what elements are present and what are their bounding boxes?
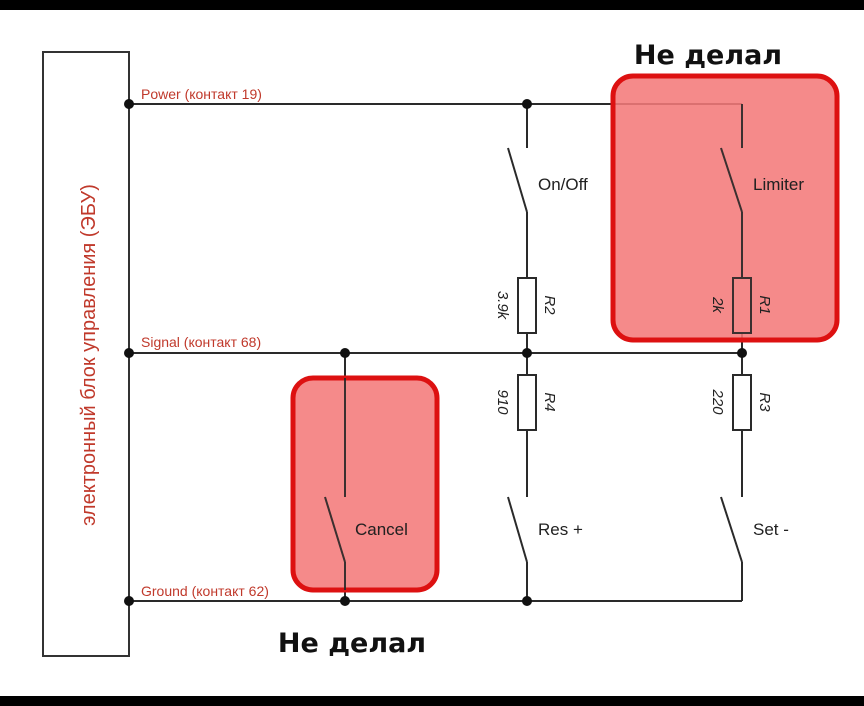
annotation-bottom: Не делал (278, 628, 426, 659)
highlight-cancel-box (290, 375, 440, 593)
switch-set-minus-label: Set - (753, 520, 789, 539)
power-rail-label: Power (контакт 19) (141, 86, 262, 102)
resistor-r3 (732, 374, 752, 431)
limiter-branch-overlay (720, 104, 752, 334)
resistor-r4-value: 910 (494, 389, 511, 415)
cancel-branch-overlay (324, 378, 346, 590)
highlight-limiter-box (610, 73, 840, 343)
resistor-r2 (517, 277, 537, 334)
on-off-branch (507, 104, 537, 353)
resistor-r4 (517, 374, 537, 431)
switch-res-plus-label: Res + (538, 520, 583, 539)
res-plus-branch (507, 353, 537, 601)
switch-limiter-label-overlay: Limiter (753, 175, 804, 194)
resistor-r3-name: R3 (756, 392, 773, 412)
ground-rail-label: Ground (контакт 62) (141, 583, 269, 599)
resistor-r1-name-overlay: R1 (756, 295, 773, 314)
ecu-label: электронный блок управления (ЭБУ) (78, 184, 100, 526)
resistor-r2-name: R2 (541, 295, 558, 315)
set-minus-branch (720, 353, 752, 601)
switch-cancel-label-overlay: Cancel (355, 520, 408, 539)
ecu-block (42, 51, 130, 657)
junction-dots (124, 99, 747, 606)
resistor-r4-name: R4 (541, 392, 558, 411)
switch-on-off-label: On/Off (538, 175, 588, 194)
resistor-r3-value: 220 (709, 388, 726, 415)
annotation-top: Не делал (634, 40, 782, 71)
resistor-r1-value-overlay: 2k (709, 296, 726, 314)
signal-rail-label: Signal (контакт 68) (141, 334, 261, 350)
resistor-r2-value: 3.9k (494, 291, 511, 321)
